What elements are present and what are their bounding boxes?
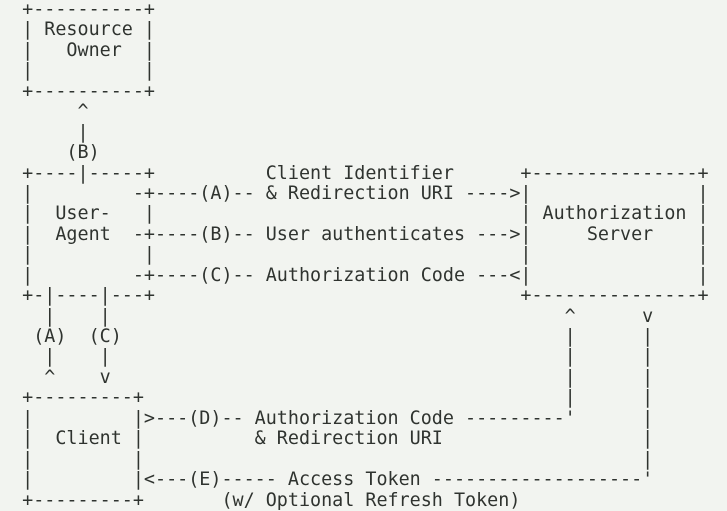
page: { "page": { "background_color": "#f2f4f0…: [22, 0, 709, 511]
oauth-flow-ascii-diagram: +----------+ | Resource | | Owner | | | …: [22, 0, 709, 511]
